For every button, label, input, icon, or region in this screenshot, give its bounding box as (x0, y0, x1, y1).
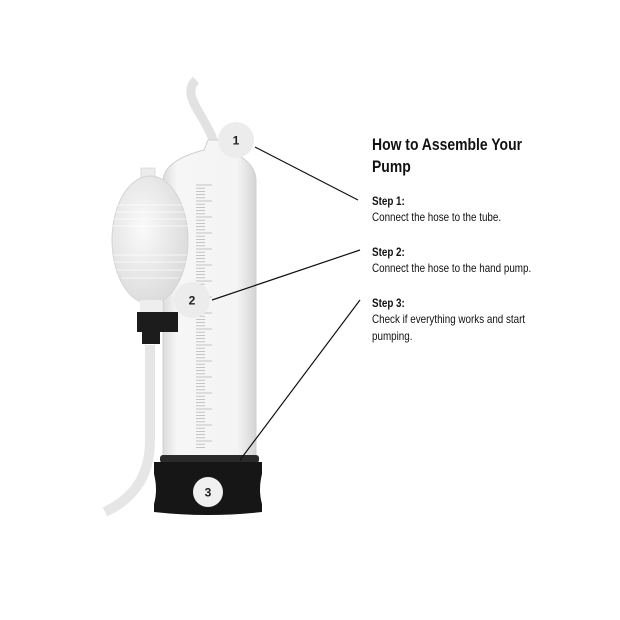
step-3: Step 3: Check if everything works and st… (372, 296, 525, 345)
step-text: Check if everything works and start (372, 312, 526, 326)
hand-pump-hose (102, 345, 155, 517)
page-title-line-2: Pump (372, 157, 411, 176)
callout-circle (193, 477, 223, 507)
bulb-neck (140, 300, 162, 312)
page-title: How to Assemble Your Pump (372, 134, 522, 178)
step-2: Step 2: Connect the hose to the hand pum… (372, 245, 531, 277)
callout-circle (174, 282, 210, 318)
callout-2: 2 (174, 282, 210, 318)
step-text: Connect the hose to the tube. (372, 210, 502, 224)
leader-line-2 (211, 249, 361, 301)
callout-number: 2 (189, 294, 196, 308)
valve-connector (137, 312, 178, 344)
step-1: Step 1: Connect the hose to the tube. (372, 194, 501, 226)
step-label: Step 2: (372, 245, 405, 259)
page-title-line-1: How to Assemble Your (372, 135, 523, 154)
hand-pump-bulb (111, 175, 189, 305)
callout-number: 3 (205, 486, 212, 500)
step-label: Step 1: (372, 194, 405, 208)
callout-1: 1 (218, 122, 254, 158)
callout-circle (218, 122, 254, 158)
callout-3: 3 (193, 477, 223, 507)
leader-line-1 (254, 146, 359, 201)
step-text: pumping. (372, 329, 413, 343)
callout-number: 1 (233, 134, 240, 148)
base-rim (160, 455, 259, 463)
step-text: Connect the hose to the hand pump. (372, 261, 532, 275)
bulb-grip-lines (112, 204, 188, 279)
leader-line-3 (239, 299, 361, 461)
top-hose (186, 76, 219, 144)
step-label: Step 3: (372, 296, 405, 310)
